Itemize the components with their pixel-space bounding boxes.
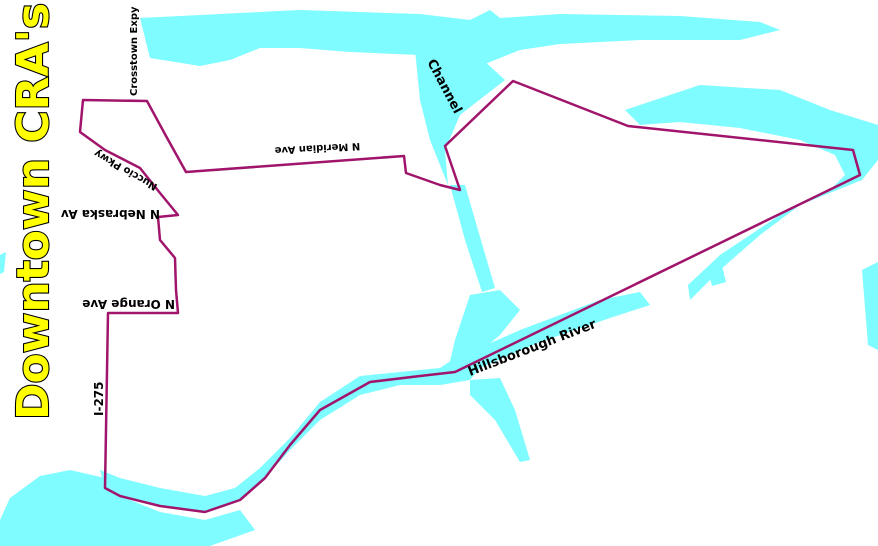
water-river-south (470, 378, 530, 462)
water-river (100, 292, 650, 512)
water-channel-south (450, 185, 495, 292)
water-layer (0, 10, 878, 546)
water-west-inlet (0, 252, 6, 274)
map-title: Downtown CRA's (8, 3, 59, 420)
water-harbor-top (140, 10, 780, 70)
cra-boundaries (78, 79, 862, 514)
water-southwest-bay (0, 470, 255, 546)
cra-boundary-downtown (78, 79, 862, 514)
water-basin (448, 290, 520, 370)
water-channel (415, 48, 505, 185)
label-n-orange-ave: N Orange Ave (82, 297, 175, 311)
label-nuccio-pkwy: Nuccio Pkwy (92, 147, 159, 192)
label-i-275: I-275 (92, 382, 106, 417)
label-n-nebraska-ave: N Nebraska Av (61, 207, 160, 221)
street-labels: Crosstown Expy Nuccio Pkwy N Meridian Av… (61, 6, 599, 416)
water-east-bay (625, 85, 878, 300)
water-east-inlet (708, 266, 726, 286)
label-crosstown-expy: Crosstown Expy (129, 6, 140, 96)
water-east-edge (862, 262, 878, 350)
label-n-meridian-ave: N Meridian Ave (274, 140, 360, 155)
